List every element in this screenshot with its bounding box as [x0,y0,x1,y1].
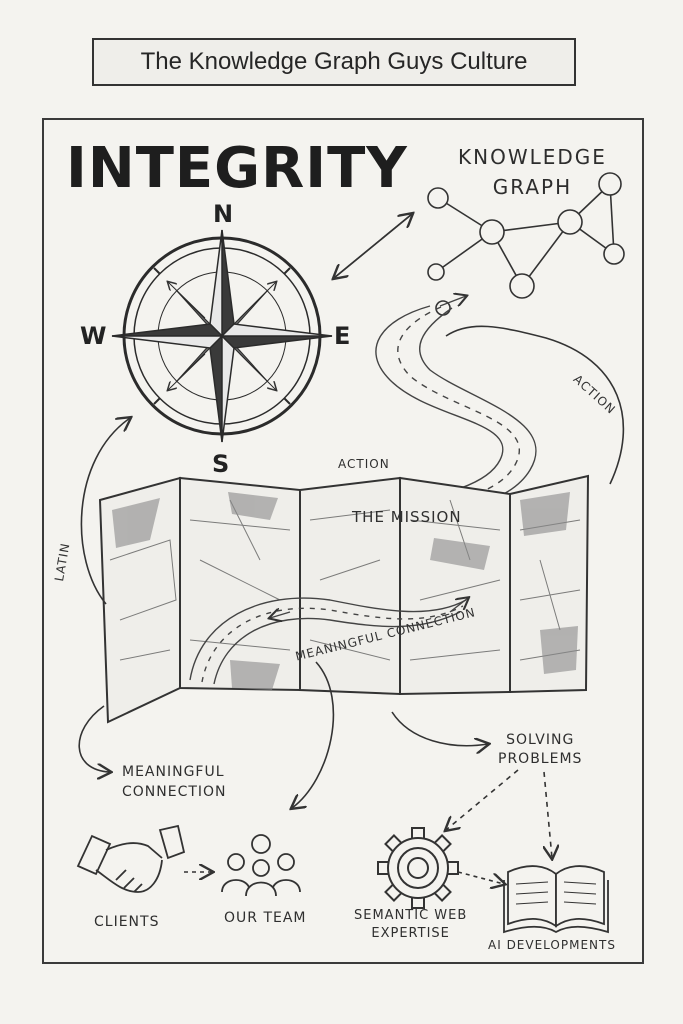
integrity-heading: INTEGRITY [66,136,408,201]
map-illustration [98,474,590,724]
ai-developments-label: AI DEVELOPMENTS [488,938,616,952]
semantic-line2: EXPERTISE [371,926,450,941]
solving-line1: SOLVING [506,732,575,748]
clients-label: CLIENTS [94,914,160,930]
meaningful-connection-label: MEANINGFUL CONNECTION [122,764,227,800]
action-map-label: ACTION [338,457,390,471]
gear-icon [377,827,459,909]
compass-east: E [334,322,351,350]
compass-north: N [213,200,234,228]
page-title: The Knowledge Graph Guys Culture [140,48,528,75]
title-banner: The Knowledge Graph Guys Culture [92,38,576,86]
handshake-icon [76,824,186,893]
team-label: OUR TEAM [224,910,307,926]
meaningful-line2: CONNECTION [122,784,227,800]
compass-icon [111,229,333,443]
knowledge-graph-icon [427,172,625,316]
team-icon [221,834,301,897]
knowledge-graph-line2: GRAPH [492,175,573,199]
knowledge-graph-label: KNOWLEDGE GRAPH [458,142,607,202]
knowledge-graph-line1: KNOWLEDGE [458,145,607,169]
solving-line2: PROBLEMS [498,751,583,767]
compass-south: S [212,450,230,478]
mission-label: THE MISSION [352,508,462,526]
poster-frame [42,118,644,964]
semantic-web-label: SEMANTIC WEB EXPERTISE [354,908,467,941]
book-icon [503,865,609,934]
compass-west: W [80,322,107,350]
semantic-line1: SEMANTIC WEB [354,908,468,923]
solving-problems-label: SOLVING PROBLEMS [498,732,582,767]
meaningful-line1: MEANINGFUL [122,764,225,780]
